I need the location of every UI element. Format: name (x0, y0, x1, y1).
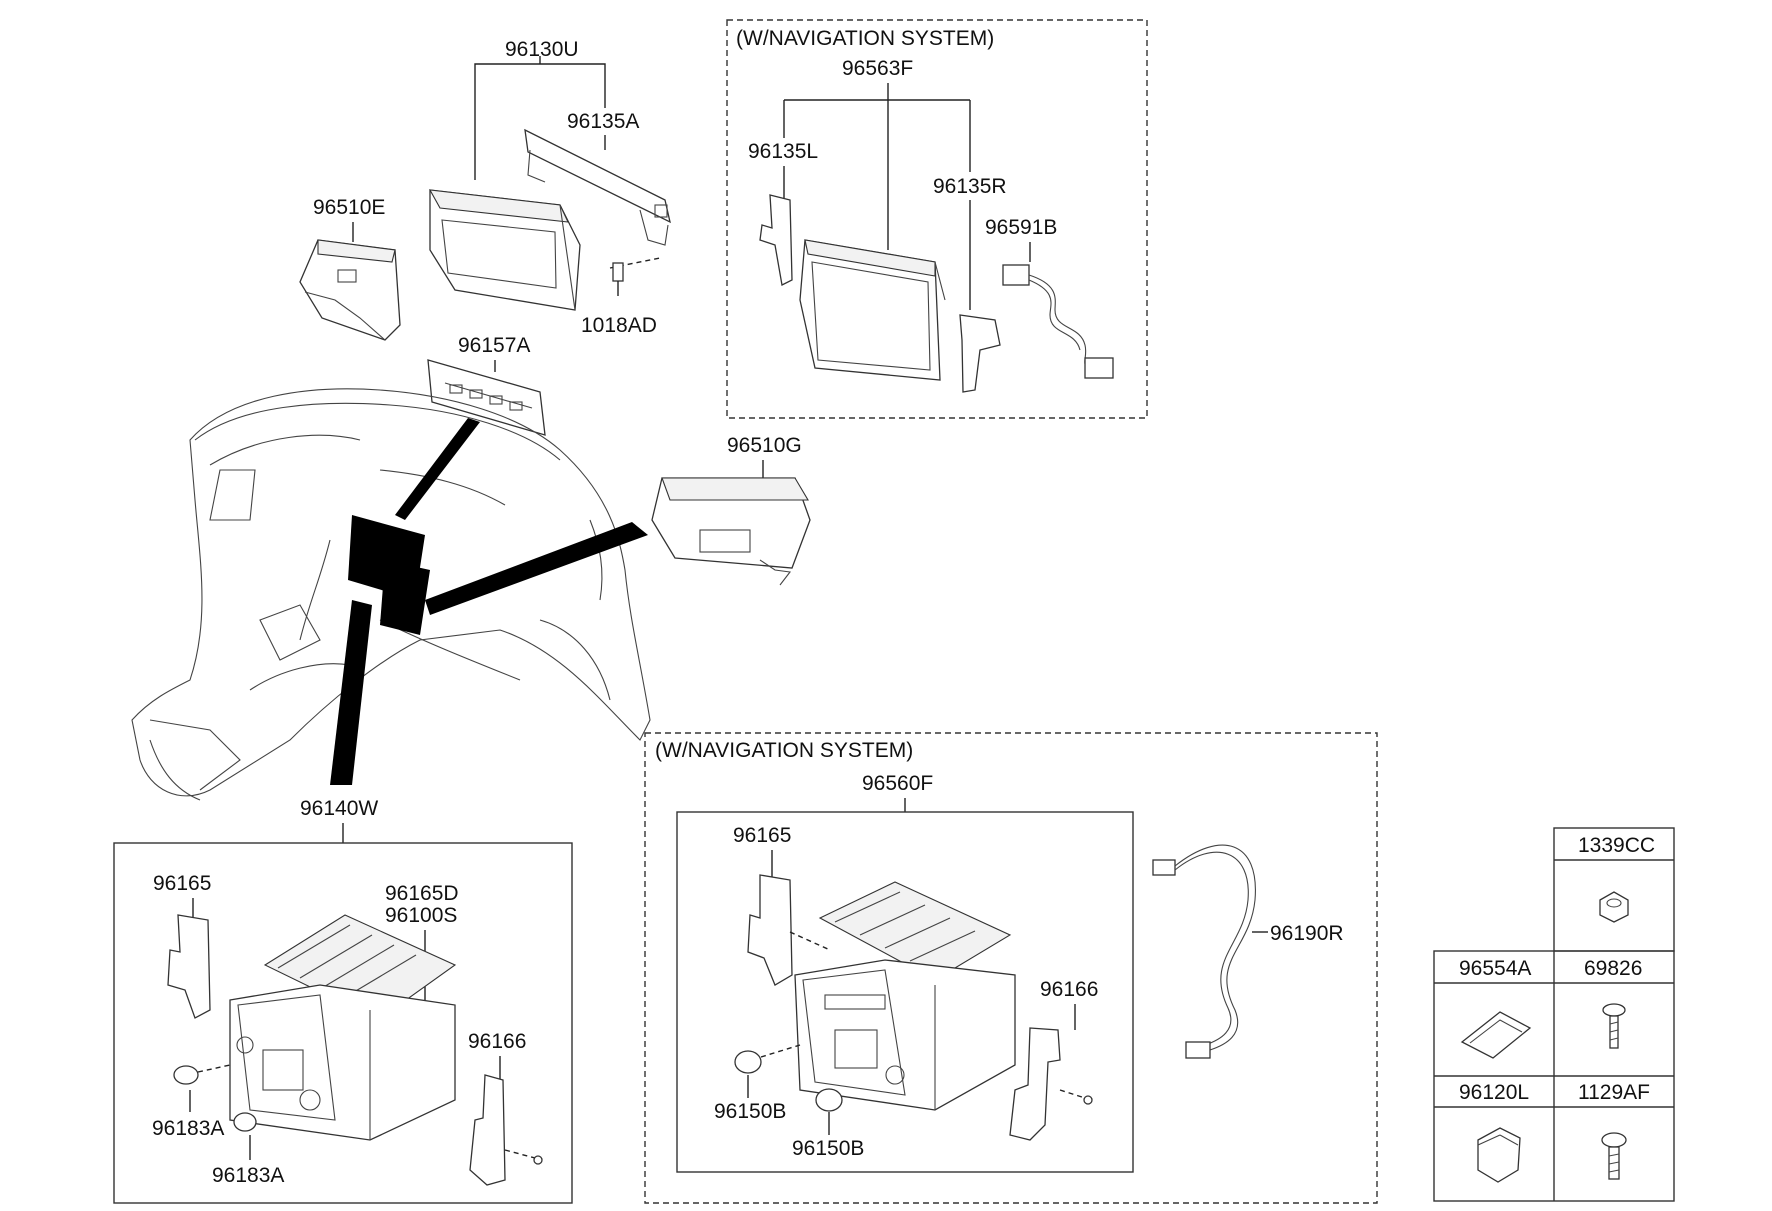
label-96150B-2: 96150B (792, 1137, 864, 1160)
bolt-1129AF-icon (1601, 1132, 1627, 1180)
clip-96120L-icon (1477, 1127, 1521, 1183)
label-96560F: 96560F (862, 772, 933, 795)
label-1339CC: 1339CC (1578, 834, 1655, 857)
switch-panel-96157A-drawing (427, 359, 546, 436)
knob-96150B-1-drawing (734, 1044, 801, 1074)
leader-96130U (474, 63, 606, 76)
wedge-to-96140W (330, 600, 372, 785)
group-96130U: 96130U 96135A 1018AD 96510E (299, 38, 671, 341)
label-96140W: 96140W (300, 797, 378, 820)
nut-1339CC-icon (1599, 891, 1629, 923)
nav-upper-title: (W/NAVIGATION SYSTEM) (736, 27, 994, 50)
bracket-96135L-drawing (759, 194, 793, 286)
label-1129AF: 1129AF (1578, 1081, 1650, 1104)
harness-96591B-drawing (1002, 264, 1114, 379)
bracket-96165-left-drawing (167, 914, 211, 1019)
label-96130U: 96130U (505, 38, 579, 61)
knob-96183A-2-drawing (233, 1112, 257, 1132)
bracket-96165-nav-drawing (747, 874, 831, 986)
dashboard-overview-drawing (131, 388, 651, 801)
box-96560F (676, 811, 1134, 1173)
label-96120L: 96120L (1459, 1081, 1529, 1104)
knob-96150B-2-drawing (815, 1088, 843, 1112)
label-96563F: 96563F (842, 57, 913, 80)
label-96165-left: 96165 (153, 872, 211, 895)
wedge-to-96157A (395, 418, 480, 520)
label-96591B: 96591B (985, 216, 1057, 239)
harness-96190R-drawing (1152, 844, 1256, 1059)
module-96510E-drawing (299, 239, 401, 341)
label-96135R: 96135R (933, 175, 1007, 198)
group-nav-upper: (W/NAVIGATION SYSTEM) 96563F 96135L 9613… (726, 19, 1148, 419)
box-96140W (113, 842, 573, 1204)
group-96510G: 96510G (651, 434, 811, 586)
nav-upper-frame (726, 19, 1148, 419)
cover-nav-drawing (818, 881, 1012, 981)
label-69826: 69826 (1584, 957, 1642, 980)
module-96510G-drawing (651, 477, 811, 586)
label-96510G: 96510G (727, 434, 802, 457)
screw-1018AD-drawing (609, 257, 661, 296)
head-unit-96100S-drawing (229, 984, 456, 1141)
center-stack-lower (380, 560, 430, 635)
nav-lower-frame (644, 732, 1378, 1204)
bracket-96166-left-drawing (469, 1074, 543, 1186)
sd-card-96554A-icon (1460, 1011, 1532, 1059)
group-nav-lower: (W/NAVIGATION SYSTEM) 96560F 96165 96166… (644, 732, 1378, 1204)
group-96157A: 96157A (427, 334, 546, 436)
wedge-to-96510G (425, 522, 648, 615)
label-96100S: 96100S (385, 904, 457, 927)
nav-head-unit-drawing (794, 959, 1016, 1111)
label-96183A-2: 96183A (212, 1164, 284, 1187)
label-96165D: 96165D (385, 882, 459, 905)
nav-lower-title: (W/NAVIGATION SYSTEM) (655, 739, 913, 762)
label-96150B-1: 96150B (714, 1100, 786, 1123)
group-96140W: 96140W 96165 96165D 96100S 96166 96183A … (113, 797, 573, 1204)
nav-monitor-96563F-drawing (799, 239, 946, 381)
label-96135L: 96135L (748, 140, 818, 163)
bracket-96166-nav-drawing (1009, 1027, 1093, 1141)
knob-96183A-1-drawing (173, 1064, 231, 1085)
label-96165-nav: 96165 (733, 824, 791, 847)
label-96135A: 96135A (567, 110, 639, 133)
label-1018AD: 1018AD (581, 314, 657, 337)
label-96166-left: 96166 (468, 1030, 526, 1053)
label-96183A-1: 96183A (152, 1117, 224, 1140)
label-96190R: 96190R (1270, 922, 1344, 945)
label-96166-nav: 96166 (1040, 978, 1098, 1001)
label-96554A: 96554A (1459, 957, 1531, 980)
bracket-96135R-drawing (959, 314, 1001, 393)
label-96510E: 96510E (313, 196, 385, 219)
monitor-unit-drawing (428, 189, 581, 311)
bracket-96135A-drawing (524, 128, 671, 246)
screw-69826-icon (1602, 1003, 1626, 1049)
label-96157A: 96157A (458, 334, 530, 357)
hardware-table: 1339CC 96554A 69826 96120L 1129AF (1433, 827, 1675, 1202)
